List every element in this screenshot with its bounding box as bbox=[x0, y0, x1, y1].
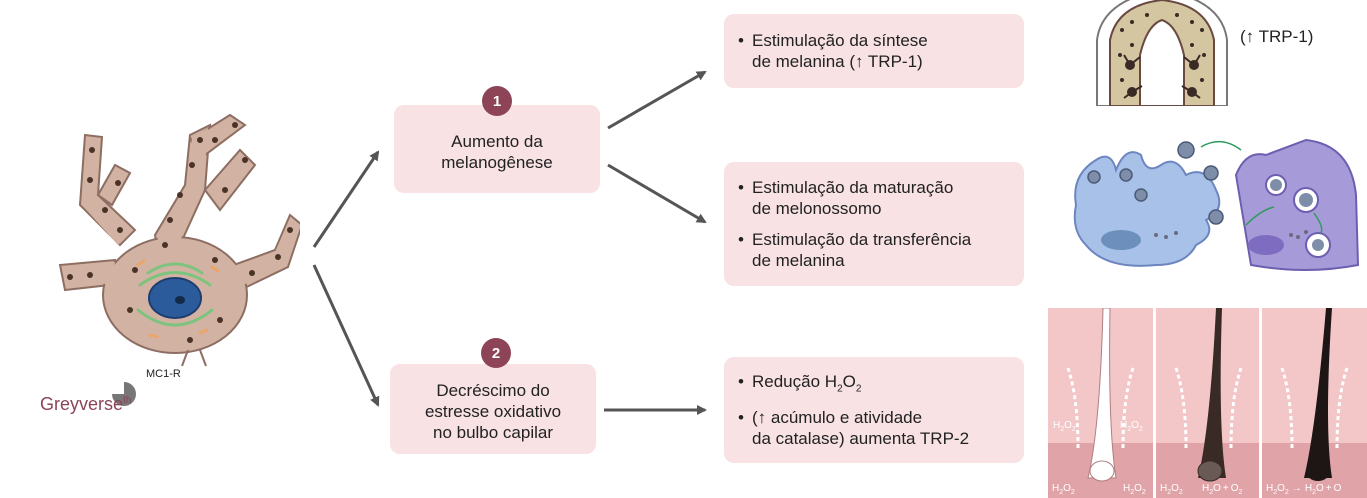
outcome-b-item-2: • Estimulação da transferência de melani… bbox=[738, 229, 1024, 271]
label-h2o2-p1-bottom-left: H2O2 bbox=[1052, 483, 1075, 496]
outcome-c-item-1: • Redução H2O2 bbox=[738, 371, 1024, 399]
follicle-panel-2 bbox=[1156, 308, 1259, 498]
arrow-to-box2 bbox=[312, 264, 380, 407]
label-h2o2-p2-left: H2O2 bbox=[1160, 483, 1183, 496]
arrow-to-box1 bbox=[312, 150, 380, 248]
outcome-b-text-2: Estimulação da transferência de melanina bbox=[752, 230, 972, 270]
box1-line1: Aumento da bbox=[451, 132, 543, 151]
box2-line3: no bulbo capilar bbox=[432, 422, 554, 442]
outcome-h2o2: • Redução H2O2 • (↑ acúmulo e atividade … bbox=[724, 357, 1024, 463]
follicle-panels-illustration: H2O2 H2O2 H2O2 H2O2 H2O2 H2O+O2 H2O2→H2O… bbox=[1048, 308, 1367, 498]
follicle-panel-3 bbox=[1262, 308, 1367, 498]
outcome-c-text-1: Redução H2O2 bbox=[752, 372, 862, 395]
box2-line1: Decréscimo do bbox=[436, 380, 550, 400]
bullet: • bbox=[738, 408, 744, 428]
outcome-melanin-synthesis: • Estimulação da síntese de melanina (↑ … bbox=[724, 14, 1024, 88]
follicle-bulb-illustration bbox=[1096, 0, 1228, 106]
label-h2o2-p1-right: H2O2 bbox=[1120, 420, 1143, 433]
outcome-melanosome: • Estimulação da maturação de melonossom… bbox=[724, 162, 1024, 286]
receptor-label: MC1-R bbox=[146, 368, 181, 380]
receptor-icon bbox=[112, 382, 136, 406]
label-h2o2-p1-bottom-right: H2O2 bbox=[1123, 483, 1146, 496]
trp-label: (↑ TRP-1) bbox=[1240, 27, 1314, 46]
outcome-c-item-2: • (↑ acúmulo e atividade da catalase) au… bbox=[738, 407, 1024, 449]
box-oxidative-stress: Decréscimo do estresse oxidativo no bulb… bbox=[390, 364, 596, 454]
label-h2o2-p3: H2O2→H2O+O bbox=[1266, 483, 1342, 496]
follicle-panel-1 bbox=[1048, 308, 1153, 498]
badge-2: 2 bbox=[481, 338, 511, 368]
box1-line2: melanogênese bbox=[441, 153, 553, 172]
outcome-b-text-1: Estimulação da maturação de melonossomo bbox=[752, 178, 954, 218]
melanocyte-illustration bbox=[58, 113, 300, 367]
outcome-a-text: Estimulação da síntese de melanina (↑ TR… bbox=[752, 31, 928, 71]
arrow-to-outcome-a bbox=[607, 70, 707, 130]
bullet: • bbox=[738, 372, 744, 391]
arrow-to-outcome-b bbox=[607, 163, 707, 224]
label-h2o2-p1-left: H2O2 bbox=[1053, 420, 1076, 433]
outcome-a-item: • Estimulação da síntese de melanina (↑ … bbox=[738, 30, 1024, 72]
brand-name: Greyverse bbox=[40, 394, 124, 414]
label-h2o-plus-o2-p2: H2O+O2 bbox=[1202, 483, 1243, 496]
badge-1: 1 bbox=[482, 86, 512, 116]
bullet: • bbox=[738, 230, 744, 249]
box-melanogenesis: Aumento da melanogênese bbox=[394, 105, 600, 193]
bullet: • bbox=[738, 31, 744, 50]
bullet: • bbox=[738, 178, 744, 197]
brand-superscript: th bbox=[123, 395, 132, 406]
outcome-c-text-2: (↑ acúmulo e atividade da catalase) aume… bbox=[752, 408, 970, 449]
melanosome-transfer-illustration bbox=[1073, 138, 1360, 271]
box2-line2: estresse oxidativo bbox=[424, 401, 562, 421]
brand-label: Greyverseth bbox=[40, 394, 131, 415]
outcome-b-item-1: • Estimulação da maturação de melonossom… bbox=[738, 177, 1024, 219]
